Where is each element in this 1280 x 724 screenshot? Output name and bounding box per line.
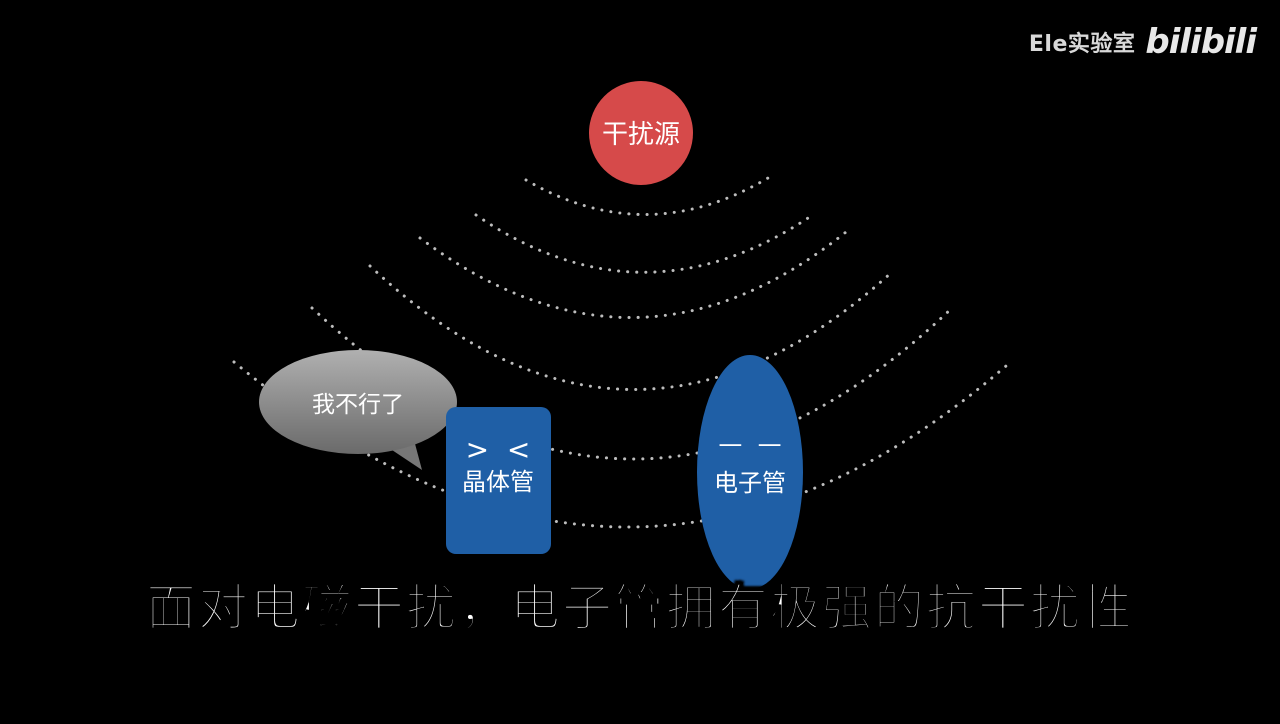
- transistor-face: > <: [466, 433, 531, 466]
- wave-arc-3: [418, 230, 848, 319]
- channel-name: Ele实验室: [1028, 32, 1136, 57]
- interference-source: [589, 81, 693, 185]
- speech-bubble: 我不行了: [259, 350, 457, 470]
- source-label: 干扰源: [602, 120, 680, 150]
- tube-label: 电子管: [714, 469, 786, 497]
- channel-watermark: Ele实验室 bilibili: [1028, 22, 1257, 62]
- transistor-label: 晶体管: [462, 468, 534, 496]
- subtitle-caption: 面对电磁干扰，电子管拥有极强的抗干扰性: [145, 578, 1134, 638]
- bilibili-logo: bilibili: [1145, 22, 1257, 62]
- tube-face: — —: [718, 430, 781, 458]
- transistor: > < 晶体管: [446, 407, 551, 554]
- electron-tube: — — 电子管: [697, 355, 803, 589]
- wave-arc-6: [232, 360, 1008, 529]
- wave-arc-4: [368, 264, 894, 391]
- bubble-text: 我不行了: [312, 392, 404, 418]
- wave-arc-2: [474, 212, 816, 274]
- wave-arc-1: [524, 176, 770, 216]
